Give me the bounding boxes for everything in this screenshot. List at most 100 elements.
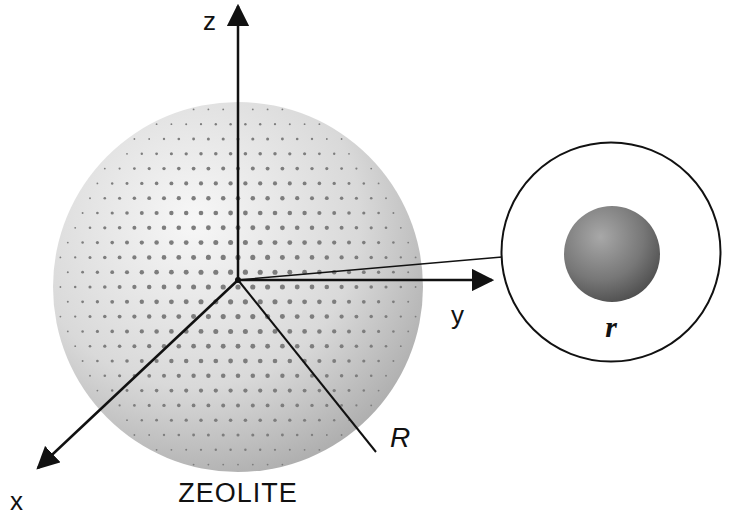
- pore-dot: [111, 211, 114, 214]
- pore-dot: [348, 153, 350, 155]
- leader-line: [238, 257, 502, 280]
- pore-dot: [118, 226, 122, 230]
- pore-dot: [280, 314, 285, 319]
- pore-dot: [267, 108, 269, 110]
- pore-dot: [400, 227, 402, 229]
- pore-dot: [400, 286, 402, 288]
- pore-dot: [191, 344, 196, 349]
- pore-dot: [89, 226, 92, 229]
- pore-dot: [400, 345, 402, 347]
- pore-dot: [243, 388, 247, 392]
- pore-dot: [229, 418, 233, 422]
- pore-dot: [132, 344, 136, 348]
- pore-dot: [111, 389, 113, 391]
- pore-dot: [369, 256, 373, 260]
- pore-dot: [89, 375, 91, 377]
- pore-dot: [176, 344, 181, 349]
- pore-dot: [89, 197, 91, 199]
- pore-dot: [281, 464, 283, 466]
- pore-dot: [318, 123, 320, 125]
- pore-dot: [185, 419, 188, 422]
- pore-dot: [243, 359, 248, 364]
- pore-dot: [222, 137, 225, 140]
- pore-dot: [280, 284, 285, 289]
- pore-dot: [339, 314, 343, 318]
- pore-dot: [141, 153, 143, 155]
- pore-dot: [147, 226, 151, 230]
- pore-dot: [325, 314, 329, 318]
- pore-dot: [213, 359, 218, 364]
- pore-dot: [222, 108, 224, 110]
- pore-dot: [244, 418, 248, 422]
- pore-dot: [177, 138, 180, 141]
- pore-dot: [141, 419, 143, 421]
- pore-dot: [355, 197, 358, 200]
- pore-dot: [162, 255, 167, 260]
- pore-dot: [103, 285, 107, 289]
- pore-dot: [110, 241, 114, 245]
- title-label: ZEOLITE: [178, 480, 298, 507]
- pore-dot: [348, 389, 351, 392]
- pore-dot: [340, 374, 344, 378]
- pore-dot: [67, 330, 69, 332]
- pore-dot: [302, 299, 307, 304]
- pore-dot: [303, 419, 306, 422]
- pore-dot: [162, 314, 167, 319]
- pore-dot: [148, 167, 151, 170]
- pore-dot: [332, 300, 336, 304]
- pore-dot: [163, 138, 165, 140]
- pore-dot: [169, 329, 174, 334]
- pore-dot: [385, 226, 388, 229]
- pore-dot: [310, 285, 315, 290]
- pore-dot: [221, 196, 226, 201]
- pore-dot: [176, 225, 181, 230]
- pore-dot: [236, 374, 241, 379]
- pore-dot: [311, 138, 313, 140]
- pore-dot: [288, 211, 293, 216]
- pore-dot: [244, 449, 246, 451]
- pore-dot: [407, 330, 409, 332]
- pore-dot: [347, 241, 351, 245]
- pore-dot: [281, 434, 284, 437]
- pore-dot: [103, 226, 106, 229]
- y-axis: [238, 279, 492, 282]
- pore-dot: [154, 240, 158, 244]
- pore-dot: [407, 242, 409, 244]
- pore-dot: [325, 404, 328, 407]
- pore-dot: [318, 152, 321, 155]
- pore-dot: [132, 255, 136, 259]
- pore-dot: [251, 403, 255, 407]
- pore-dot: [267, 464, 269, 466]
- pore-dot: [170, 419, 173, 422]
- pore-dot: [243, 329, 248, 334]
- pore-dot: [289, 123, 291, 125]
- pore-dot: [355, 167, 357, 169]
- pore-dot: [155, 182, 159, 186]
- pore-dot: [244, 123, 246, 125]
- pore-dot: [258, 299, 263, 304]
- pore-dot: [250, 284, 255, 289]
- pore-dot: [274, 449, 276, 451]
- pore-dot: [215, 449, 217, 451]
- pore-dot: [259, 123, 261, 125]
- pore-dot: [118, 374, 121, 377]
- pore-dot: [125, 300, 129, 304]
- pore-dot: [199, 240, 204, 245]
- pore-dot: [155, 419, 158, 422]
- pore-dot: [177, 167, 181, 171]
- pore-dot: [274, 123, 276, 125]
- pore-dot: [207, 137, 210, 140]
- pore-dot: [133, 404, 136, 407]
- pore-dot: [176, 314, 181, 319]
- pore-dot: [103, 315, 107, 319]
- pore-dot: [228, 240, 233, 245]
- pore-dot: [392, 330, 395, 333]
- pore-dot: [74, 286, 76, 288]
- pore-dot: [332, 329, 336, 333]
- pore-dot: [199, 359, 204, 364]
- pore-dot: [140, 300, 144, 304]
- pore-dot: [355, 344, 359, 348]
- pore-dot: [266, 167, 270, 171]
- pore-dot: [177, 196, 181, 200]
- pore-dot: [400, 256, 402, 258]
